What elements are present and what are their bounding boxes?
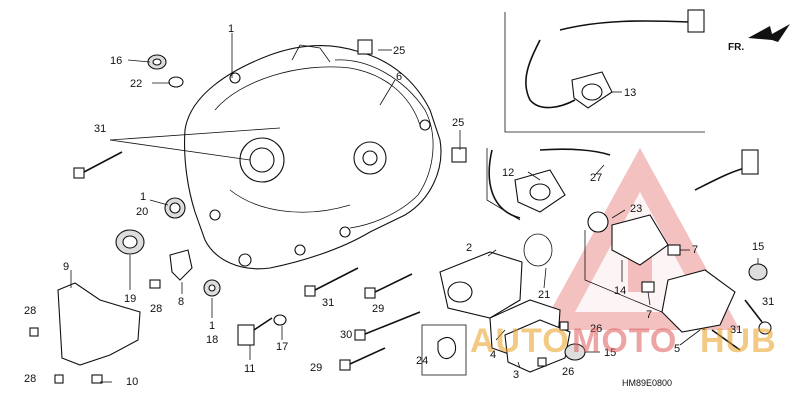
gasket-6 <box>334 59 434 229</box>
callout-29-b: 29 <box>310 362 322 374</box>
callout-23: 23 <box>630 203 642 215</box>
bearing-19 <box>115 229 145 255</box>
callout-1: 1 <box>228 23 234 35</box>
callout-14: 14 <box>614 285 626 297</box>
callout-19: 19 <box>124 293 136 305</box>
bolt-26-a <box>559 321 569 331</box>
callout-1-c: 1 <box>209 320 215 332</box>
callout-31-b: 31 <box>322 297 334 309</box>
bracket-8 <box>169 249 193 281</box>
callout-8: 8 <box>178 296 184 308</box>
front-direction-label: FR. <box>728 42 744 53</box>
callout-9: 9 <box>63 261 69 273</box>
callout-20: 20 <box>136 206 148 218</box>
front-arrow-icon <box>748 24 790 42</box>
seal-15-b <box>748 263 768 281</box>
callout-28-b: 28 <box>24 305 36 317</box>
callout-30: 30 <box>340 329 352 341</box>
callout-31: 31 <box>94 123 106 135</box>
clip-24 <box>421 324 467 376</box>
diagram-code: HM89E0800 <box>622 378 672 388</box>
callout-29: 29 <box>372 303 384 315</box>
bolt-31-right <box>744 299 772 335</box>
callout-2: 2 <box>466 242 472 254</box>
dowel-25-b <box>451 147 467 163</box>
oring-22 <box>168 76 184 88</box>
callout-25: 25 <box>393 45 405 57</box>
callout-26-b: 26 <box>562 366 574 378</box>
callout-15-b: 15 <box>752 241 764 253</box>
plate-5 <box>661 269 736 333</box>
wiring-box-12 <box>486 148 611 221</box>
housing-14 <box>584 211 706 331</box>
callout-26: 26 <box>590 323 602 335</box>
callout-18: 18 <box>206 334 218 346</box>
callout-10: 10 <box>126 376 138 388</box>
dowel-7-b <box>641 281 655 293</box>
callout-4: 4 <box>490 349 496 361</box>
callout-24: 24 <box>416 355 428 367</box>
bolt-28-c <box>54 374 64 384</box>
bolt-29-a <box>364 273 413 299</box>
callout-12: 12 <box>502 167 514 179</box>
callout-31-c: 31 <box>762 296 774 308</box>
callout-13: 13 <box>624 87 636 99</box>
oring-21 <box>523 233 553 267</box>
callout-labels: 1 16 25 22 6 31 25 1 20 9 19 8 28 28 1 1… <box>24 23 774 388</box>
housing-2 <box>439 251 523 319</box>
bolt-31-mid <box>304 267 359 297</box>
callout-7: 7 <box>692 244 698 256</box>
watermark-moto: MOTO <box>572 322 677 360</box>
crankcase-cover <box>184 44 442 270</box>
watermark-auto: AUTO <box>470 322 570 360</box>
seal-20 <box>164 197 186 219</box>
watermark-text: AUTO MOTO HUB <box>470 322 777 360</box>
leader-lines <box>70 33 759 383</box>
cover-3 <box>504 319 571 373</box>
callout-28: 28 <box>150 303 162 315</box>
bolt-26-b <box>537 357 547 367</box>
callout-7-b: 7 <box>646 309 652 321</box>
washer-17 <box>273 314 287 326</box>
dowel-25-a <box>357 39 373 55</box>
clip-10 <box>91 374 103 384</box>
callout-21: 21 <box>538 289 550 301</box>
bolt-31-left <box>73 151 123 179</box>
callout-3: 3 <box>513 369 519 381</box>
callout-25-b: 25 <box>452 117 464 129</box>
seal-16 <box>147 54 167 70</box>
seal-18 <box>203 279 221 297</box>
callout-17: 17 <box>276 341 288 353</box>
callout-28-c: 28 <box>24 373 36 385</box>
callout-31-d: 31 <box>730 324 742 336</box>
bolt-28-b <box>29 327 39 337</box>
callout-15: 15 <box>604 347 616 359</box>
watermark-hub: HUB <box>700 322 777 360</box>
dowel-7-a <box>667 244 681 256</box>
callout-5: 5 <box>674 343 680 355</box>
bolt-29-b <box>339 347 386 371</box>
bolt-30 <box>354 311 421 341</box>
callout-27: 27 <box>590 172 602 184</box>
callout-6: 6 <box>396 71 402 83</box>
callout-1-b: 1 <box>140 191 146 203</box>
guard-plate-9 <box>57 282 141 366</box>
callout-11: 11 <box>244 363 255 375</box>
callout-22: 22 <box>130 78 142 90</box>
bolt-31-lower-right <box>711 329 741 351</box>
wiring-box-13 <box>504 9 705 133</box>
sensor-11 <box>237 317 273 346</box>
connector-far-right <box>694 149 759 191</box>
front-direction-indicator: FR. <box>728 24 790 53</box>
bolt-28-a <box>149 279 161 289</box>
callout-16: 16 <box>110 55 122 67</box>
